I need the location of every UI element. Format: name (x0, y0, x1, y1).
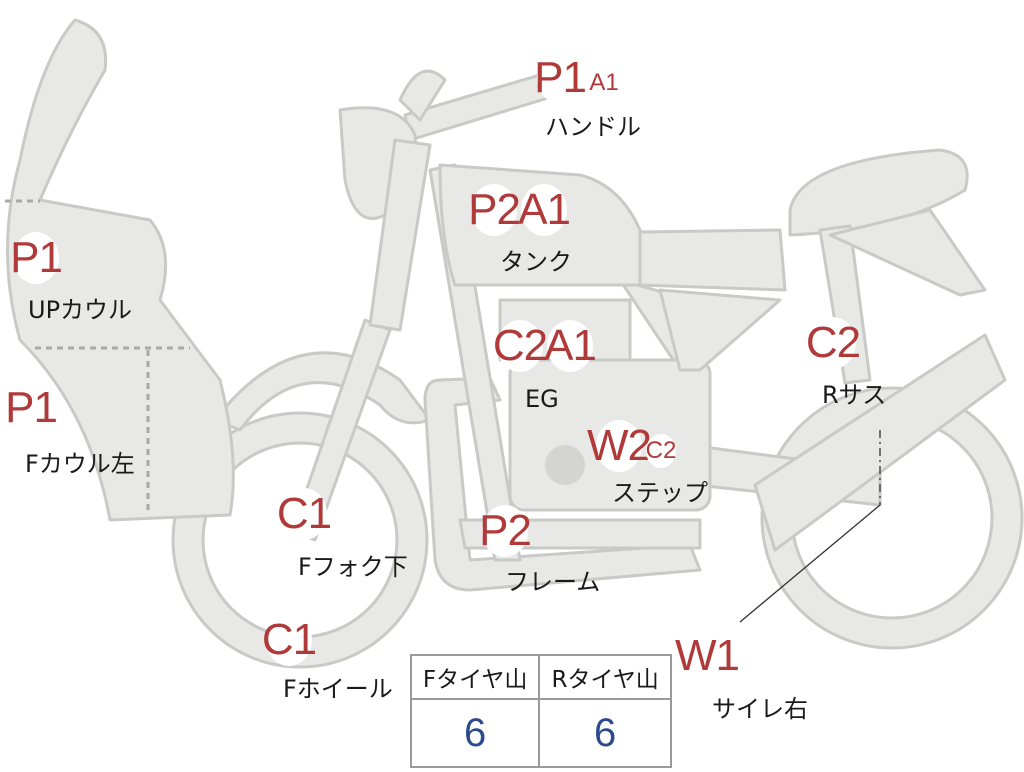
frame-code: P2 (479, 505, 532, 557)
front-tire-value: 6 (409, 698, 541, 768)
step-code-1: W2 (587, 420, 652, 472)
rear-suspension-code: C2 (805, 317, 861, 369)
tank-label: タンク (500, 248, 572, 276)
engine-label: EG (525, 385, 559, 413)
tank-code-2: A1 (518, 184, 571, 236)
handle-code-1: P1 (534, 52, 587, 104)
frame (423, 376, 702, 592)
step-code-2: C2 (646, 434, 676, 468)
up-cowl-label: UPカウル (28, 296, 133, 324)
front-tire-header: Fタイヤ山 (409, 654, 541, 700)
rear-tire-header: Rタイヤ山 (538, 654, 672, 700)
step-label: ステップ (612, 479, 708, 507)
frame-label: フレーム (505, 568, 601, 596)
rear-suspension-label: Rサス (822, 381, 887, 409)
front-wheel-code: C1 (261, 614, 317, 666)
silencer-label: サイレ右 (712, 695, 808, 723)
silencer-code: W1 (675, 630, 740, 682)
tank-code-1: P2 (468, 184, 521, 236)
handle-code-2: A1 (589, 66, 619, 100)
handle-label: ハンドル (545, 113, 641, 141)
f-cowl-left-label: Fカウル左 (25, 450, 135, 478)
front-cowl (6, 18, 235, 522)
seat (638, 228, 787, 292)
front-fork-label: Fフォク下 (298, 553, 408, 581)
engine-code-1: C2 (492, 320, 548, 372)
front-wheel-label: Fホイール (283, 675, 393, 703)
front-fork-code: C1 (276, 488, 332, 540)
tire-tread-table: Fタイヤ山 Rタイヤ山 6 6 (409, 654, 672, 768)
up-cowl-code: P1 (10, 232, 63, 284)
f-cowl-left-code: P1 (5, 382, 58, 434)
rear-tire-value: 6 (538, 698, 672, 768)
engine-code-2: A1 (544, 320, 597, 372)
